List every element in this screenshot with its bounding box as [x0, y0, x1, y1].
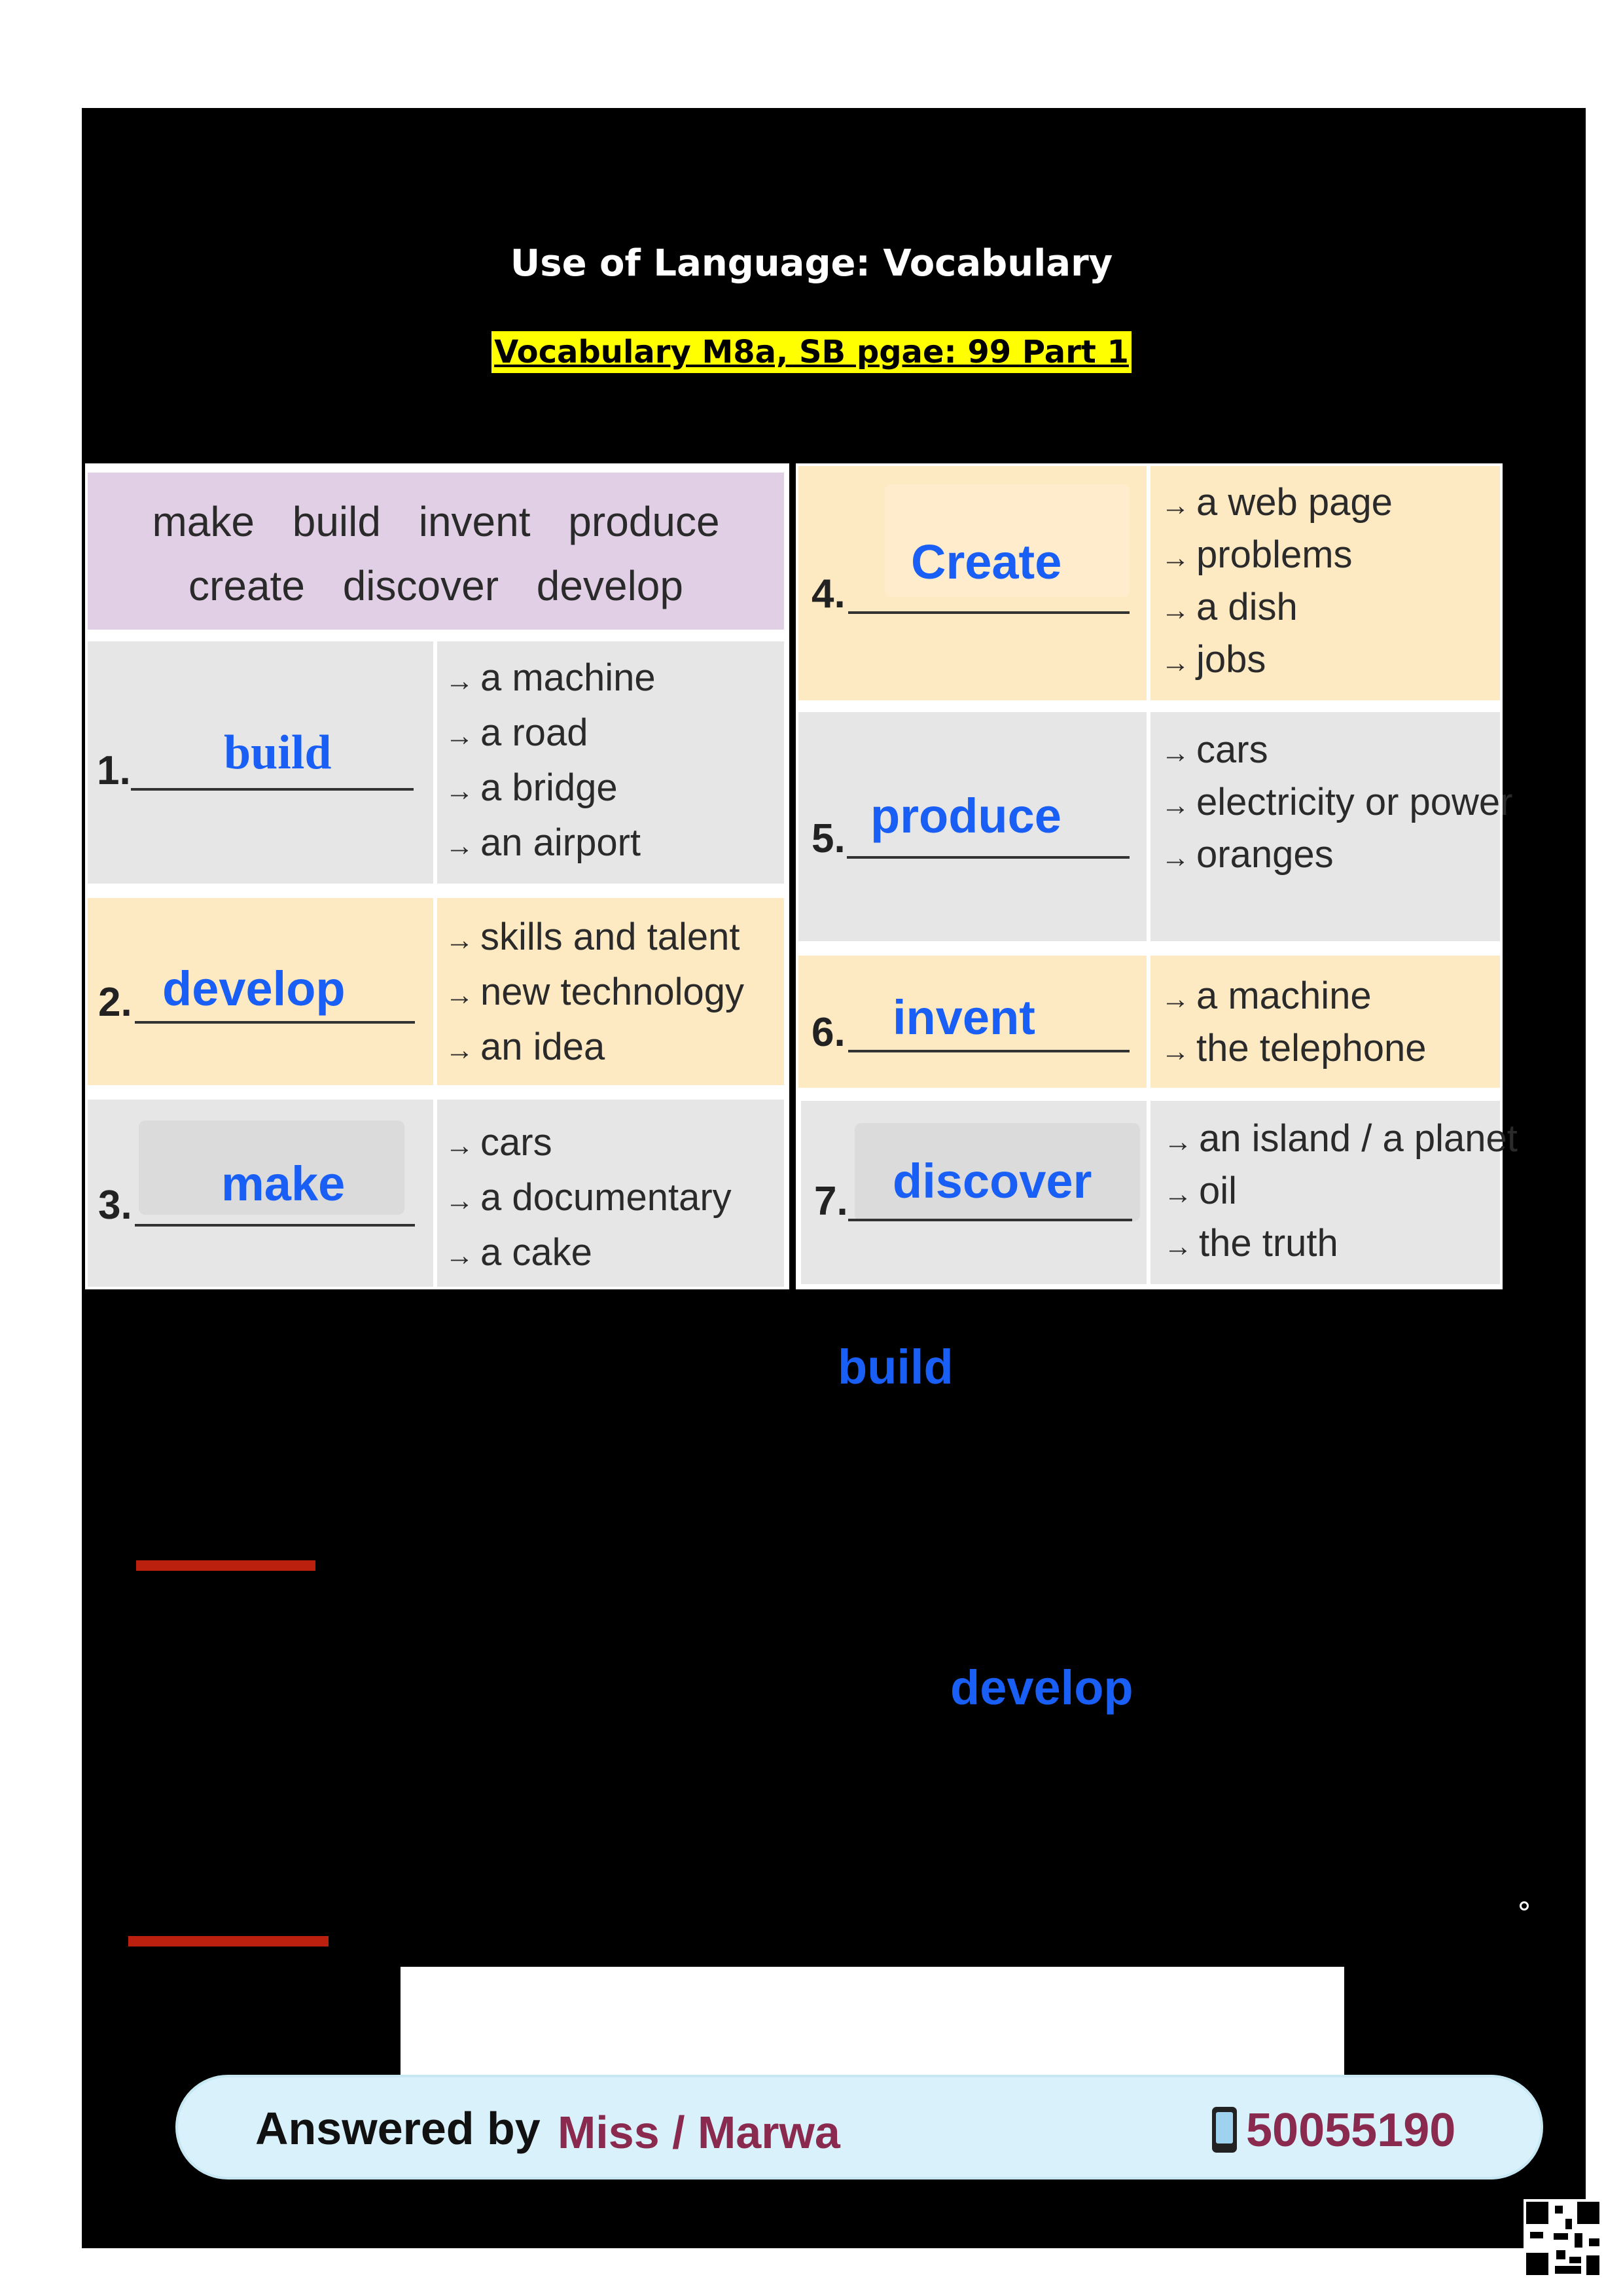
item-4-number: 4. [812, 571, 846, 617]
arrow-icon: → [445, 1185, 474, 1217]
item-3-answer: make [221, 1157, 346, 1211]
item-2-number: 2. [98, 980, 132, 1025]
arrow-icon: → [445, 924, 474, 956]
arrow-icon: → [445, 1130, 474, 1162]
page-title: Use of Language: Vocabulary [510, 242, 1113, 285]
item-4-blank [848, 611, 1130, 614]
item-6-number: 6. [812, 1010, 846, 1055]
item-6-collocation: →a machine [1161, 975, 1372, 1017]
item-5-collocation: →electricity or power [1161, 781, 1513, 823]
item-6-answer: invent [893, 990, 1035, 1045]
item-7-answer-highlight [855, 1123, 1140, 1221]
small-circle-mark [1520, 1901, 1529, 1910]
item-5-left-cell [798, 712, 1147, 941]
item-4-collocation: →a web page [1161, 481, 1393, 524]
item-5-collocation: →cars [1161, 728, 1268, 771]
mobile-phone-icon [1212, 2107, 1237, 2153]
arrow-icon: → [1164, 1126, 1192, 1158]
page-subtitle: Vocabulary M8a, SB pgae: 99 Part 1 [491, 331, 1132, 373]
item-6-blank [848, 1050, 1130, 1052]
arrow-icon: → [445, 720, 474, 752]
item-7-collocation: →oil [1164, 1170, 1238, 1212]
item-4-collocation: →problems [1161, 533, 1353, 576]
item-3-blank [135, 1224, 415, 1227]
arrow-icon: → [1161, 789, 1190, 821]
phone-contact: 50055190 [1212, 2104, 1455, 2157]
word-box: make build invent produce create discove… [88, 473, 784, 630]
item-1-answer: build [224, 726, 332, 780]
item-7-collocation: →an island / a planet [1164, 1117, 1518, 1160]
arrow-icon: → [1164, 1230, 1192, 1263]
item-5-answer: produce [870, 789, 1061, 843]
item-3-collocation: →a documentary [445, 1176, 732, 1219]
item-4-collocation: →a dish [1161, 586, 1298, 628]
item-5-right-cell [1150, 712, 1500, 941]
item-1-collocation: →an airport [445, 821, 641, 864]
item-2-right-cell [437, 898, 784, 1085]
item-2-blank [135, 1021, 415, 1024]
arrow-icon: → [1161, 647, 1190, 679]
item-4-answer-highlight [885, 484, 1130, 597]
qr-code-icon [1524, 2199, 1602, 2278]
item-1-collocation: →a road [445, 711, 588, 754]
arrow-icon: → [1161, 594, 1190, 626]
item-2-left-cell [88, 898, 433, 1085]
item-6-left-cell [798, 956, 1147, 1088]
arrow-icon: → [1161, 983, 1190, 1015]
item-3-right-cell [437, 1100, 784, 1287]
item-2-answer: develop [162, 961, 346, 1016]
red-divider [136, 1560, 315, 1571]
arrow-icon: → [445, 1240, 474, 1272]
item-3-answer-highlight [139, 1121, 404, 1215]
item-3-collocation: →cars [445, 1121, 552, 1164]
item-6-collocation: →the telephone [1161, 1027, 1427, 1069]
word-box-line-1: make build invent produce [152, 498, 720, 545]
word-box-line-2: create discover develop [188, 562, 683, 609]
answered-by-label: Answered by [255, 2103, 541, 2154]
item-2-collocation: →new technology [445, 971, 745, 1013]
left-panel: make build invent produce create discove… [85, 463, 789, 1289]
item-6-right-cell [1150, 956, 1500, 1088]
answered-by-banner: Answered by Miss / Marwa 50055190 [175, 2075, 1543, 2179]
item-1-blank [131, 788, 414, 791]
arrow-icon: → [445, 830, 474, 862]
phone-number: 50055190 [1246, 2104, 1456, 2157]
item-5-collocation: →oranges [1161, 833, 1334, 876]
arrow-icon: → [445, 979, 474, 1011]
item-7-answer: discover [893, 1154, 1092, 1208]
item-3-number: 3. [98, 1183, 132, 1228]
arrow-icon: → [445, 665, 474, 697]
right-panel [796, 463, 1503, 1289]
item-7-blank [848, 1219, 1132, 1221]
item-1-collocation: →a machine [445, 656, 656, 699]
item-5-number: 5. [812, 816, 846, 861]
extra-answer-build: build [838, 1340, 954, 1394]
teacher-name: Miss / Marwa [558, 2107, 840, 2158]
arrow-icon: → [1161, 842, 1190, 874]
subtitle-wrap: Vocabulary M8a, SB pgae: 99 Part 1 [0, 331, 1623, 373]
item-1-number: 1. [97, 748, 131, 793]
item-7-number: 7. [814, 1179, 848, 1224]
item-2-collocation: →an idea [445, 1026, 605, 1068]
arrow-icon: → [1161, 490, 1190, 522]
red-divider [128, 1936, 329, 1946]
item-1-right-cell [437, 641, 784, 884]
item-2-collocation: →skills and talent [445, 916, 740, 958]
arrow-icon: → [1161, 542, 1190, 574]
arrow-icon: → [1164, 1178, 1192, 1210]
item-1-collocation: →a bridge [445, 766, 618, 809]
item-4-right-cell [1150, 466, 1500, 700]
item-4-answer: Create [911, 535, 1062, 589]
item-7-right-cell [1150, 1101, 1500, 1284]
item-3-collocation: →a cake [445, 1231, 592, 1274]
item-7-collocation: →the truth [1164, 1222, 1338, 1265]
arrow-icon: → [445, 775, 474, 807]
arrow-icon: → [1161, 737, 1190, 769]
item-4-collocation: →jobs [1161, 638, 1266, 681]
item-1-left-cell [88, 641, 433, 884]
extra-answer-develop: develop [950, 1660, 1133, 1715]
arrow-icon: → [445, 1034, 474, 1066]
arrow-icon: → [1161, 1035, 1190, 1067]
item-5-blank [847, 856, 1130, 859]
